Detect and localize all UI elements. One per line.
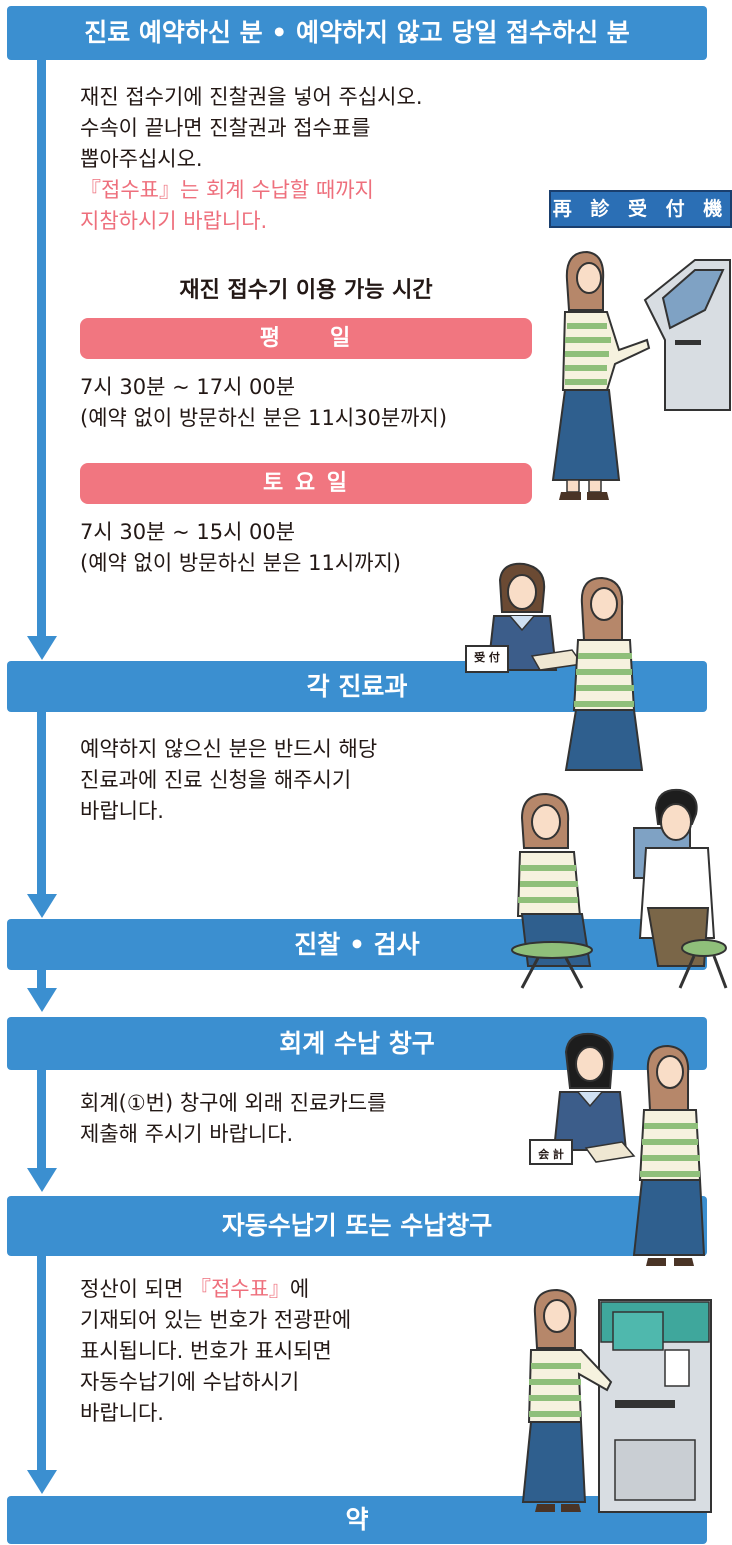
weekday-note: (예약 없이 방문하신 분은 11시30분까지) xyxy=(80,406,448,430)
ticket-highlight: 『접수표』 xyxy=(189,1277,290,1301)
banner-auto-payment: 자동수납기 또는 수납창구 xyxy=(7,1196,707,1256)
flow-line-3 xyxy=(37,970,46,990)
section1-instructions: 재진 접수기에 진찰권을 넣어 주십시오. 수속이 끝나면 진찰권과 접수표를 … xyxy=(80,82,423,237)
line-prefix: 정산이 되면 xyxy=(80,1277,190,1301)
flow-line-1 xyxy=(37,60,46,640)
instruction-line: 표시됩니다. 번호가 표시되면 xyxy=(80,1339,332,1363)
consultation-illustration xyxy=(511,788,728,989)
saturday-bar: 토 요 일 xyxy=(80,463,532,504)
saturday-note: (예약 없이 방문하신 분은 11시까지) xyxy=(80,551,401,575)
instruction-line: 자동수납기에 수납하시기 xyxy=(80,1370,300,1394)
instruction-line: 기재되어 있는 번호가 전광판에 xyxy=(80,1308,352,1332)
instruction-line: 회계(①번) 창구에 외래 진료카드를 xyxy=(80,1091,387,1115)
line-suffix: 에 xyxy=(289,1277,310,1301)
flow-arrow-5 xyxy=(27,1470,57,1494)
payment-desk-sign: 会 計 xyxy=(538,1148,564,1161)
flow-arrow-3 xyxy=(27,988,57,1012)
hours-title: 재진 접수기 이용 가능 시간 xyxy=(179,278,433,303)
payment-desk-illustration xyxy=(529,1032,706,1266)
flow-line-5 xyxy=(37,1256,46,1472)
saturday-time: 7시 30분 ~ 15시 00분 xyxy=(80,520,296,544)
banner-examination: 진찰 • 검사 xyxy=(7,919,707,970)
weekday-time: 7시 30분 ~ 17시 00분 xyxy=(80,375,296,399)
section2-instructions: 예약하지 않으신 분은 반드시 해당 진료과에 진료 신청을 해주시기 바랍니다… xyxy=(80,734,377,827)
reception-desk-illustration xyxy=(465,562,644,771)
flow-arrow-2 xyxy=(27,894,57,918)
flow-line-2 xyxy=(37,712,46,898)
weekday-bar: 평 일 xyxy=(80,318,532,359)
flow-arrow-1 xyxy=(27,636,57,660)
highlight-line: 지참하시기 바랍니다. xyxy=(80,209,268,233)
instruction-line: 예약하지 않으신 분은 반드시 해당 xyxy=(80,737,378,761)
banner-pharmacy: 약 xyxy=(7,1496,707,1544)
banner-pharmacy-label: 약 xyxy=(345,1505,369,1534)
instruction-line: 재진 접수기에 진찰권을 넣어 주십시오. xyxy=(80,85,423,109)
instruction-line: 진료과에 진료 신청을 해주시기 xyxy=(80,768,352,792)
reception-desk-sign: 受 付 xyxy=(474,651,500,664)
reception-kiosk-sign: 再 診 受 付 機 xyxy=(549,190,732,228)
banner-auto-payment-label: 자동수납기 또는 수납창구 xyxy=(221,1211,493,1240)
banner-departments-label: 각 진료과 xyxy=(306,672,408,701)
instruction-line: 정산이 되면 『접수표』에 xyxy=(80,1274,351,1305)
kiosk-illustration xyxy=(551,250,731,500)
banner-examination-label: 진찰 • 검사 xyxy=(294,930,420,959)
saturday-hours: 7시 30분 ~ 15시 00분 (예약 없이 방문하신 분은 11시까지) xyxy=(80,517,401,579)
instruction-line: 제출해 주시기 바랍니다. xyxy=(80,1122,294,1146)
banner-reservation-label: 진료 예약하신 분 • 예약하지 않고 당일 접수하신 분 xyxy=(84,18,630,47)
flow-line-4 xyxy=(37,1070,46,1170)
instruction-line: 뽑아주십시오. xyxy=(80,147,203,171)
instruction-line: 바랍니다. xyxy=(80,799,164,823)
instruction-line: 바랍니다. xyxy=(80,1401,164,1425)
banner-reservation: 진료 예약하신 분 • 예약하지 않고 당일 접수하신 분 xyxy=(7,6,707,60)
auto-payment-illustration xyxy=(521,1288,712,1513)
weekday-hours: 7시 30분 ~ 17시 00분 (예약 없이 방문하신 분은 11시30분까지… xyxy=(80,372,447,434)
instruction-line: 수속이 끝나면 진찰권과 접수표를 xyxy=(80,116,371,140)
highlight-line: 『접수표』는 회계 수납할 때까지 xyxy=(80,178,374,202)
section4-instructions: 회계(①번) 창구에 외래 진료카드를 제출해 주시기 바랍니다. xyxy=(80,1088,386,1150)
flow-arrow-4 xyxy=(27,1168,57,1192)
section5-instructions: 정산이 되면 『접수표』에 기재되어 있는 번호가 전광판에 표시됩니다. 번호… xyxy=(80,1274,351,1429)
banner-payment-counter-label: 회계 수납 창구 xyxy=(279,1029,435,1058)
